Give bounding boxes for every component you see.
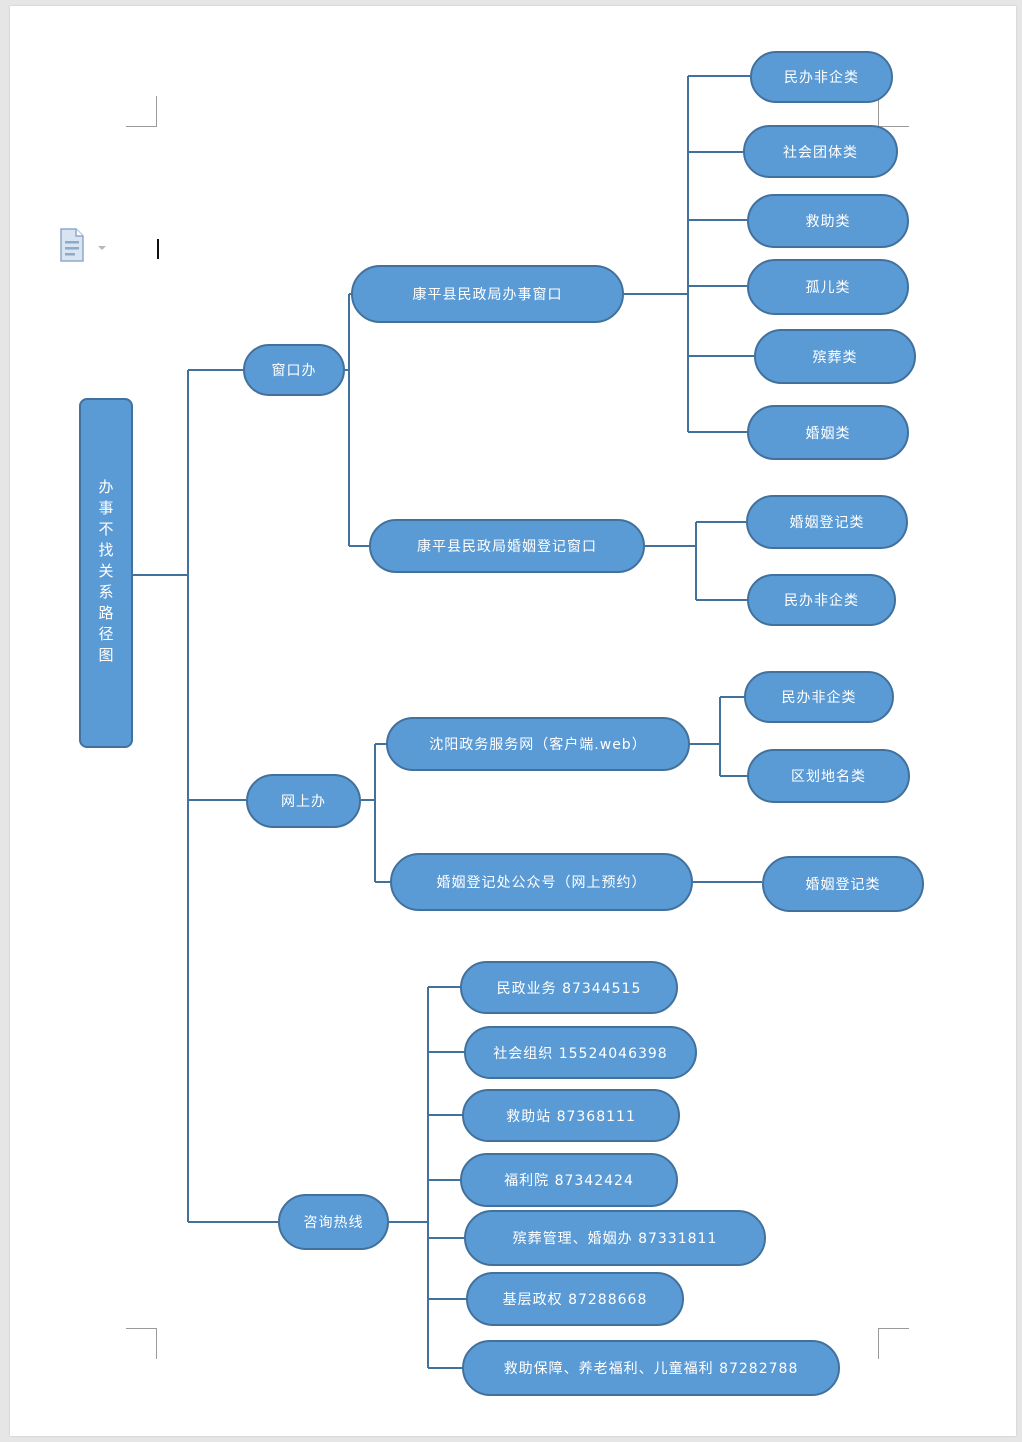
page-corner-mark-top-right	[878, 96, 909, 127]
office-marriage: 康平县民政局婚姻登记窗口	[369, 519, 645, 573]
general-item: 救助类	[747, 194, 909, 248]
hotline-item: 社会组织 15524046398	[464, 1026, 697, 1079]
marriage-item: 民办非企类	[747, 574, 896, 626]
page-corner-mark-bottom-right	[878, 1328, 909, 1359]
root-node: 办事不找关系路径图	[79, 398, 133, 748]
general-item: 民办非企类	[750, 51, 893, 103]
web-item: 民办非企类	[744, 671, 894, 723]
hotline-item: 救助保障、养老福利、儿童福利 87282788	[462, 1340, 840, 1396]
hotline-item: 福利院 87342424	[460, 1153, 678, 1207]
page-corner-mark-bottom-left	[126, 1328, 157, 1359]
document-icon[interactable]	[58, 227, 86, 263]
branch-window: 窗口办	[243, 344, 345, 396]
hotline-item: 救助站 87368111	[462, 1089, 680, 1142]
general-item: 婚姻类	[747, 405, 909, 460]
hotline-item: 殡葬管理、婚姻办 87331811	[464, 1210, 766, 1266]
branch-online: 网上办	[246, 774, 361, 828]
chevron-down-icon[interactable]	[96, 240, 108, 250]
channel-wechat: 婚姻登记处公众号（网上预约）	[390, 853, 693, 911]
page-corner-mark-top-left	[126, 96, 157, 127]
branch-hotline: 咨询热线	[278, 1194, 389, 1250]
text-cursor	[157, 239, 159, 259]
general-item: 殡葬类	[754, 329, 916, 384]
channel-web: 沈阳政务服务网（客户端.web）	[386, 717, 690, 771]
general-item: 社会团体类	[743, 125, 898, 178]
web-item: 区划地名类	[747, 749, 910, 803]
wechat-item: 婚姻登记类	[762, 856, 924, 912]
hotline-item: 民政业务 87344515	[460, 961, 678, 1014]
hotline-item: 基层政权 87288668	[466, 1272, 684, 1326]
marriage-item: 婚姻登记类	[746, 495, 908, 549]
office-general: 康平县民政局办事窗口	[351, 265, 624, 323]
general-item: 孤儿类	[747, 259, 909, 315]
